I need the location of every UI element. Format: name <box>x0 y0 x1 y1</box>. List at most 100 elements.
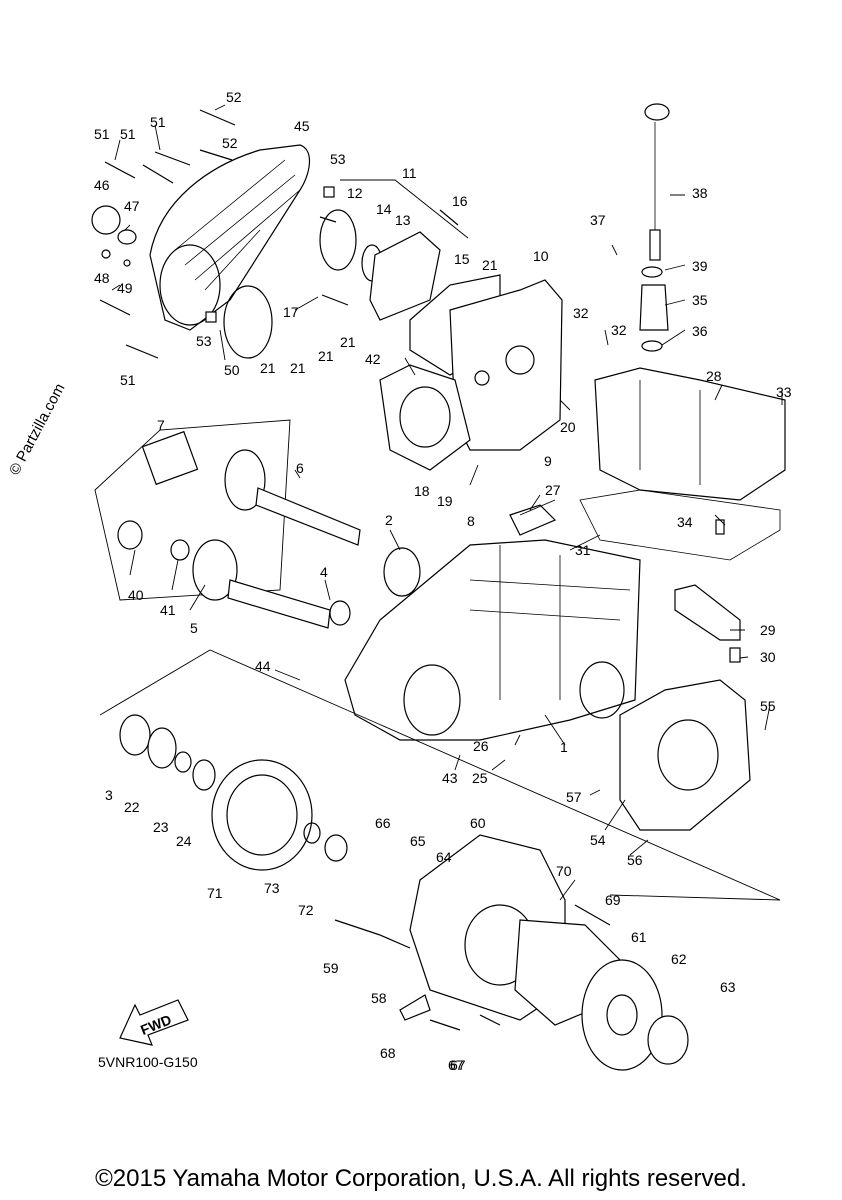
callout-label: 35 <box>692 292 708 308</box>
callout-label: 69 <box>605 892 621 908</box>
callout-label: 48 <box>94 270 110 286</box>
callout-label: 20 <box>560 419 576 435</box>
callout-label: 18 <box>414 483 430 499</box>
callout-label: 54 <box>590 832 606 848</box>
callout-label: 2 <box>385 512 393 528</box>
callout-label: 52 <box>226 89 242 105</box>
callout-label: 28 <box>706 368 722 384</box>
callout-label: 72 <box>298 902 314 918</box>
callout-label: 67 <box>450 1057 466 1073</box>
callout-label: 50 <box>224 362 240 378</box>
callout-label: 61 <box>631 929 647 945</box>
callout-label: 15 <box>454 251 470 267</box>
callout-label: 24 <box>176 833 192 849</box>
callout-label: 10 <box>533 248 549 264</box>
callout-label-21d: 21 <box>318 348 334 364</box>
callout-labels-extra: 51 51 51 52 53 21 21 21 21 32 67 <box>120 114 627 1073</box>
callout-label: 3 <box>105 787 113 803</box>
callout-label: 31 <box>575 542 591 558</box>
callout-label: 23 <box>153 819 169 835</box>
callout-label: 51 <box>94 126 110 142</box>
callout-label: 16 <box>452 193 468 209</box>
callout-label-51b: 51 <box>120 372 136 388</box>
callout-label: 73 <box>264 880 280 896</box>
callout-label: 62 <box>671 951 687 967</box>
callout-label: 33 <box>776 384 792 400</box>
shaft-assembly <box>94 419 421 629</box>
callout-label-51d: 51 <box>120 126 136 142</box>
copyright-notice: ©2015 Yamaha Motor Corporation, U.S.A. A… <box>95 1165 747 1192</box>
callout-label: 36 <box>692 323 708 339</box>
oil-pump-assembly <box>319 179 469 321</box>
callout-label: 57 <box>566 789 582 805</box>
callout-label: 70 <box>556 863 572 879</box>
callout-label: 25 <box>472 770 488 786</box>
callout-label: 43 <box>442 770 458 786</box>
callout-label: 37 <box>590 212 606 228</box>
callout-label: 40 <box>128 587 144 603</box>
callout-label: 1 <box>560 739 568 755</box>
callout-label: 56 <box>627 852 643 868</box>
callout-label: 30 <box>760 649 776 665</box>
callout-label: 49 <box>117 280 133 296</box>
callout-label: 41 <box>160 602 176 618</box>
drive-pulley-assembly <box>99 649 781 901</box>
pulley-cover-assembly <box>334 834 689 1071</box>
callout-label: 59 <box>323 960 339 976</box>
callout-label: 8 <box>467 513 475 529</box>
callout-label-67b: 67 <box>448 1057 464 1073</box>
callout-label-21c: 21 <box>290 360 306 376</box>
callout-label: 39 <box>692 258 708 274</box>
outer-cover-assembly <box>91 109 335 359</box>
callout-label-32b: 32 <box>611 322 627 338</box>
transmission-case <box>344 504 641 741</box>
oil-tank-assembly <box>579 103 786 663</box>
callout-label: 6 <box>296 460 304 476</box>
callout-label-53b: 53 <box>196 333 212 349</box>
callout-label: 32 <box>573 305 589 321</box>
callout-label: 44 <box>255 658 271 674</box>
callout-label: 21 <box>482 257 498 273</box>
callout-label: 58 <box>371 990 387 1006</box>
callout-labels: 1 2 3 4 5 6 7 8 9 10 11 12 13 14 15 16 1… <box>94 89 792 1073</box>
callout-label: 66 <box>375 815 391 831</box>
callout-label: 22 <box>124 799 140 815</box>
callout-label: 17 <box>283 304 299 320</box>
callout-label: 34 <box>677 514 693 530</box>
middle-cover-assembly <box>379 274 563 471</box>
callout-label-21b: 21 <box>260 360 276 376</box>
callout-label: 64 <box>436 849 452 865</box>
callout-label: 19 <box>437 493 453 509</box>
callout-label: 47 <box>124 198 140 214</box>
callout-label: 9 <box>544 453 552 469</box>
callout-label: 65 <box>410 833 426 849</box>
callout-label: 11 <box>402 165 417 181</box>
callout-label: 29 <box>760 622 776 638</box>
callout-label: 68 <box>380 1045 396 1061</box>
callout-label: 38 <box>692 185 708 201</box>
callout-label-52b: 52 <box>222 135 238 151</box>
callout-label-51c: 51 <box>150 114 166 130</box>
callout-label: 26 <box>473 738 489 754</box>
callout-label: 46 <box>94 177 110 193</box>
callout-label: 13 <box>395 212 411 228</box>
diagram-code: 5VNR100-G150 <box>98 1054 198 1070</box>
callout-label: 14 <box>376 201 392 217</box>
callout-label: 42 <box>365 351 381 367</box>
callout-label: 45 <box>294 118 310 134</box>
fwd-arrow-icon: FWD <box>119 999 189 1046</box>
callout-label: 53 <box>330 151 346 167</box>
callout-label: 12 <box>347 185 363 201</box>
callout-label: 63 <box>720 979 736 995</box>
callout-label: 60 <box>470 815 486 831</box>
callout-label: 7 <box>157 417 165 433</box>
callout-label-21e: 21 <box>340 334 356 350</box>
callout-label: 5 <box>190 620 198 636</box>
case-cover <box>619 679 751 831</box>
leader-lines <box>111 104 783 901</box>
callout-label: 4 <box>320 564 328 580</box>
callout-label: 71 <box>207 885 223 901</box>
callout-label: 27 <box>545 482 561 498</box>
callout-label: 55 <box>760 698 776 714</box>
